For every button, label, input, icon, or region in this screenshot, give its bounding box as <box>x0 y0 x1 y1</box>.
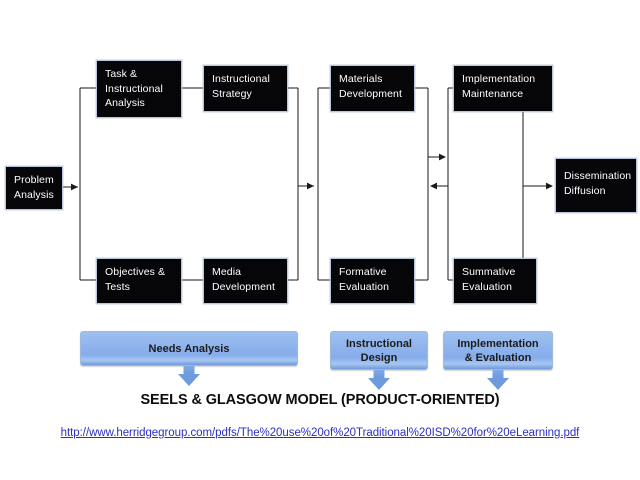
box-line: Maintenance <box>462 87 524 100</box>
box-line: Development <box>339 87 402 100</box>
banner-line: Instructional <box>345 337 412 350</box>
diagram-title: SEELS & GLASGOW MODEL (PRODUCT-ORIENTED) <box>140 392 500 408</box>
box-media-development[interactable]: Media Development <box>203 258 288 304</box>
arrowhead-col2-to-col3 <box>307 182 314 190</box>
box-instructional-strategy[interactable]: Instructional Strategy <box>203 65 288 112</box>
box-dissemination-diffusion[interactable]: Dissemination Diffusion <box>555 158 637 213</box>
banner-line: Needs Analysis <box>148 342 230 355</box>
box-line: Evaluation <box>339 280 390 293</box>
box-line: Instructional <box>212 73 270 85</box>
banner-instructional-design[interactable]: Instructional Design <box>330 331 428 370</box>
box-task-instructional-analysis[interactable]: Task & Instructional Analysis <box>96 60 182 118</box>
box-line: Analysis <box>105 97 145 109</box>
box-line: Dissemination <box>564 170 632 182</box>
box-line: Diffusion <box>564 184 606 197</box>
arrowhead-problem-to-rail <box>71 183 78 191</box>
box-line: Tests <box>105 280 131 293</box>
banner-line: Implementation <box>457 337 539 350</box>
arrowhead-col4-to-col3 <box>430 182 437 190</box>
box-line: Problem <box>14 174 54 186</box>
banner-line: Design <box>360 351 398 364</box>
box-line: Summative <box>462 266 516 278</box>
box-line: Media <box>212 266 242 278</box>
box-line: Materials <box>339 73 383 85</box>
box-summative-evaluation[interactable]: Summative Evaluation <box>453 258 537 304</box>
box-line: Evaluation <box>462 280 513 293</box>
box-line: Implementation <box>462 73 536 85</box>
box-line: Development <box>212 280 275 293</box>
box-problem-analysis[interactable]: Problem Analysis <box>5 166 63 210</box>
box-line: Objectives & <box>105 266 166 278</box>
box-objectives-tests[interactable]: Objectives & Tests <box>96 258 182 304</box>
source-url-link[interactable]: http://www.herridgegroup.com/pdfs/The%20… <box>60 427 580 439</box>
banner-needs-analysis[interactable]: Needs Analysis <box>80 331 298 366</box>
banner-line: & Evaluation <box>464 351 532 364</box>
box-line: Instructional <box>105 82 163 95</box>
banner-implementation-evaluation[interactable]: Implementation & Evaluation <box>443 331 553 370</box>
box-line: Formative <box>339 266 387 278</box>
box-line: Analysis <box>14 188 54 201</box>
box-line: Task & <box>105 68 138 80</box>
box-implementation-maintenance[interactable]: Implementation Maintenance <box>453 65 553 112</box>
arrowhead-col3-to-col4 <box>439 153 446 161</box>
box-materials-development[interactable]: Materials Development <box>330 65 415 112</box>
arrowhead-to-dissemination <box>546 182 553 190</box>
box-formative-evaluation[interactable]: Formative Evaluation <box>330 258 415 304</box>
box-line: Strategy <box>212 87 252 100</box>
